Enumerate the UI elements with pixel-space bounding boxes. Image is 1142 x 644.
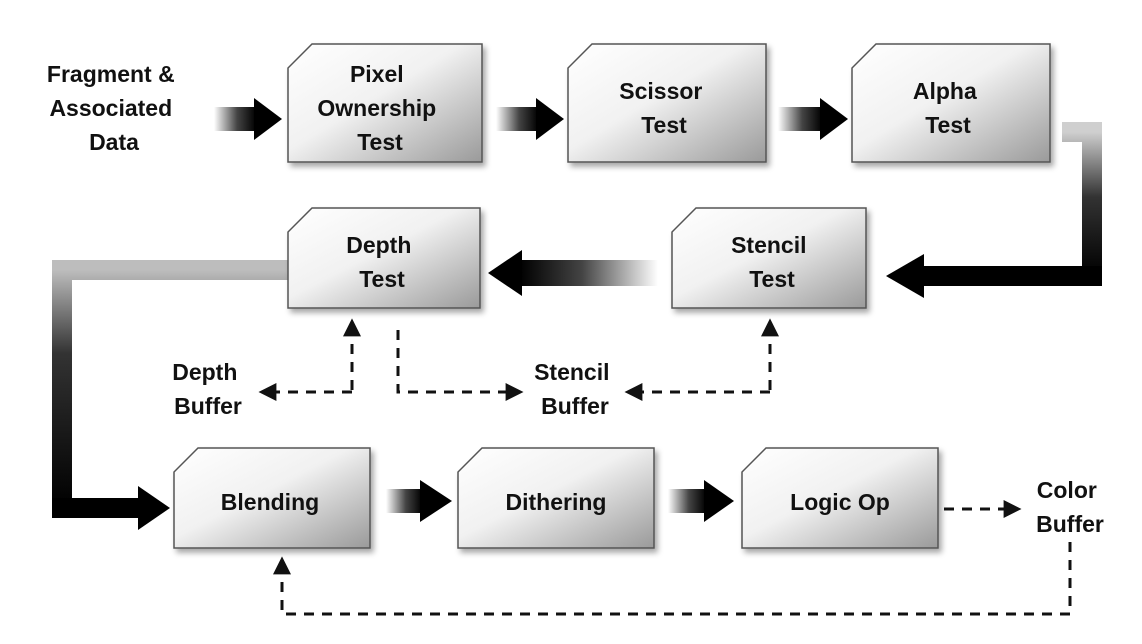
node-box-dithering <box>457 447 655 549</box>
node-box-scissor <box>567 43 767 163</box>
arrow-scissor-to-alpha <box>778 98 848 140</box>
node-label-logic-op: Logic Op <box>790 489 890 515</box>
node-label-dithering: Dithering <box>506 489 607 515</box>
arrow-dithering-to-logic-op <box>668 480 734 522</box>
connector-alpha-to-stencil <box>1062 122 1102 276</box>
dashed-color-buffer-to-blending <box>273 542 1072 616</box>
dashed-depth-test-to-stencil-buffer <box>396 330 524 401</box>
node-label-stencil-test: Stencil Test <box>731 232 813 292</box>
node-box-logic-op <box>741 447 939 549</box>
node-box-alpha <box>851 43 1051 163</box>
stencil-buffer-label: Stencil Buffer <box>534 359 616 419</box>
node-box-depth-test <box>287 207 481 309</box>
node-label-depth-test: Depth Test <box>346 232 418 292</box>
arrow-source-to-pixel-ownership <box>214 98 282 140</box>
arrow-blending-to-dithering <box>386 480 452 522</box>
node-label-scissor: Scissor Test <box>619 78 709 138</box>
node-label-pixel-ownership: Pixel Ownership Test <box>317 61 442 155</box>
depth-buffer-label: Depth Buffer <box>172 359 244 419</box>
node-label-blending: Blending <box>221 489 319 515</box>
arrow-pixel-ownership-to-scissor <box>496 98 564 140</box>
connector-depth-to-blending-head <box>138 486 170 530</box>
color-buffer-label: Color Buffer <box>1036 477 1104 537</box>
connector-alpha-to-stencil-head <box>886 254 924 298</box>
node-box-pixel-ownership <box>287 43 483 163</box>
node-box-blending <box>173 447 371 549</box>
connector-depth-to-blending <box>52 260 290 508</box>
node-box-stencil-test <box>671 207 867 309</box>
source-label: Fragment & Associated Data <box>47 61 181 155</box>
node-label-alpha: Alpha Test <box>913 78 983 138</box>
arrow-stencil-to-depth <box>488 250 658 296</box>
